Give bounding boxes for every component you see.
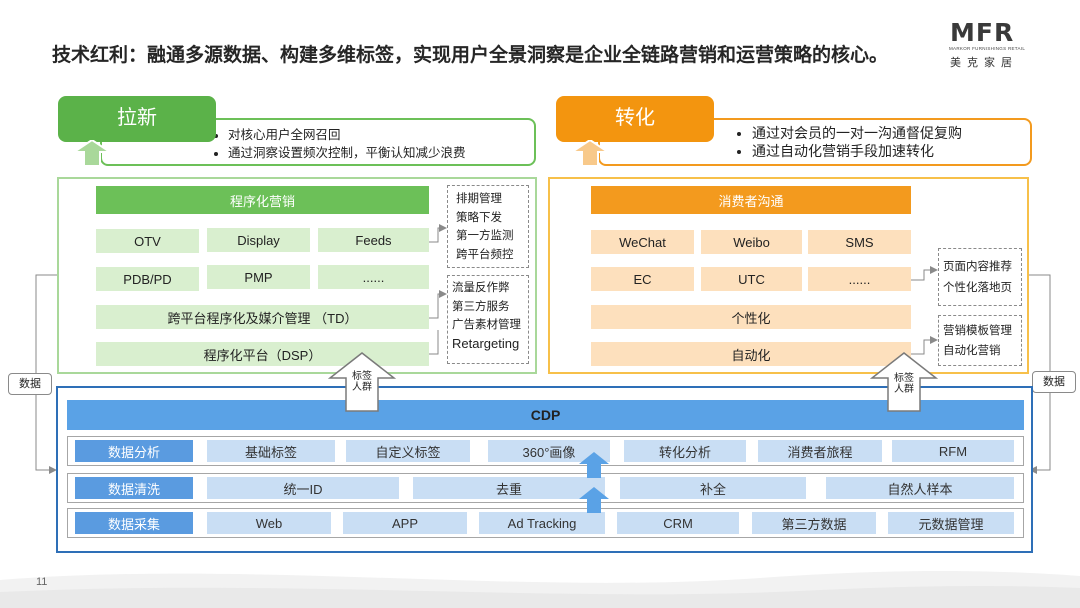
brand-logo-chinese: 美克家居: [950, 57, 1018, 69]
left-side-item: 广告素材管理: [452, 319, 521, 331]
right-side-item: 自动化营销: [943, 345, 1001, 357]
left-data-label: 数据: [8, 373, 52, 395]
left-bullet: 对核心用户全网召回: [228, 126, 534, 144]
cdp-row-item: 元数据管理: [888, 512, 1014, 534]
right-bullets-box: 通过对会员的一对一沟通督促复购 通过自动化营销手段加速转化: [598, 118, 1032, 166]
footer-wave-decoration: [0, 571, 1080, 608]
right-grid-cell: SMS: [808, 230, 911, 254]
right-bullet: 通过对会员的一对一沟通督促复购: [752, 124, 1030, 142]
right-side-box-1: 页面内容推荐 个性化落地页: [938, 248, 1022, 306]
cdp-row-item: 转化分析: [624, 440, 746, 462]
left-side-item: 排期管理: [456, 193, 502, 205]
left-grid-cell: Feeds: [318, 228, 429, 252]
left-side-box-1: 排期管理 策略下发 第一方监测 跨平台频控: [447, 185, 529, 268]
cdp-up-arrow-icon: [579, 452, 609, 478]
cdp-row-item: 自然人样本: [826, 477, 1014, 499]
left-grid-cell: Display: [207, 228, 310, 252]
left-wide-row: 跨平台程序化及媒介管理 （TD）: [96, 305, 429, 329]
cdp-row-item: CRM: [617, 512, 739, 534]
brand-logo: MFR: [950, 18, 1015, 47]
right-bullet: 通过自动化营销手段加速转化: [752, 142, 1030, 160]
cdp-row-item: 统一ID: [207, 477, 399, 499]
cdp-row-item: Web: [207, 512, 331, 534]
right-tag-arrow-icon: [870, 352, 938, 412]
left-tag-arrow-icon: [328, 352, 396, 412]
left-side-item: 第三方服务: [452, 300, 510, 313]
cdp-row-item: 基础标签: [207, 440, 335, 462]
cdp-up-arrow-icon: [579, 487, 609, 513]
cdp-row-label: 数据采集: [75, 512, 193, 534]
right-wide-row: 个性化: [591, 305, 911, 329]
left-side-box-2: 流量反作弊 第三方服务 广告素材管理 Retargeting: [447, 275, 529, 364]
right-wide-row: 自动化: [591, 342, 911, 366]
cdp-row-item: 去重: [413, 477, 605, 499]
right-header-label: 转化: [615, 107, 655, 129]
cdp-row-item: 补全: [620, 477, 806, 499]
slide-title: 技术红利：融通多源数据、构建多维标签，实现用户全景洞察是企业全链路营销和运营策略…: [52, 45, 889, 66]
cdp-title-bar: CDP: [67, 400, 1024, 430]
right-side-item: 个性化落地页: [943, 282, 1012, 294]
right-up-arrow-icon: [570, 140, 610, 166]
cdp-row-item: 360°画像: [488, 440, 610, 462]
left-panel-title: 程序化营销: [96, 186, 429, 214]
right-side-item: 营销模板管理: [943, 325, 1012, 337]
left-up-arrow-icon: [72, 140, 112, 166]
left-grid-cell: OTV: [96, 229, 199, 253]
cdp-row-item: 第三方数据: [752, 512, 876, 534]
right-grid-cell: WeChat: [591, 230, 694, 254]
left-tag-arrow-label: 标签人群: [352, 371, 372, 393]
left-side-item: 策略下发: [456, 211, 502, 224]
cdp-row-label: 数据清洗: [75, 477, 193, 499]
right-grid-cell: ......: [808, 267, 911, 291]
left-grid-cell: ......: [318, 265, 429, 289]
page-number: 11: [36, 576, 48, 588]
left-grid-cell: PMP: [207, 265, 310, 289]
left-header-label: 拉新: [117, 107, 157, 129]
left-bullet: 通过洞察设置频次控制，平衡认知减少浪费: [228, 144, 534, 162]
left-bullets-box: 对核心用户全网召回 通过洞察设置频次控制，平衡认知减少浪费: [100, 118, 536, 166]
cdp-row-item: 消费者旅程: [758, 440, 882, 462]
right-panel-title: 消费者沟通: [591, 186, 911, 214]
cdp-row-item: APP: [343, 512, 467, 534]
left-side-item: 第一方监测: [456, 230, 514, 242]
left-side-item: Retargeting: [452, 335, 520, 351]
cdp-row-item: RFM: [892, 440, 1014, 462]
right-grid-cell: EC: [591, 267, 694, 291]
left-side-item: 流量反作弊: [452, 282, 510, 294]
right-grid-cell: UTC: [701, 267, 802, 291]
right-grid-cell: Weibo: [701, 230, 802, 254]
left-grid-cell: PDB/PD: [96, 267, 199, 291]
left-header: 拉新: [58, 96, 216, 142]
right-side-box-2: 营销模板管理 自动化营销: [938, 315, 1022, 366]
brand-logo-subtitle: MARKOR FURNISHINGS RETAIL: [949, 46, 1026, 51]
right-side-item: 页面内容推荐: [943, 261, 1012, 273]
left-side-item: 跨平台频控: [456, 248, 514, 261]
right-tag-arrow-label: 标签人群: [894, 373, 914, 395]
cdp-row-label: 数据分析: [75, 440, 193, 462]
cdp-row-item: Ad Tracking: [479, 512, 605, 534]
cdp-row-item: 自定义标签: [346, 440, 470, 462]
right-data-label: 数据: [1032, 371, 1076, 393]
right-header: 转化: [556, 96, 714, 142]
